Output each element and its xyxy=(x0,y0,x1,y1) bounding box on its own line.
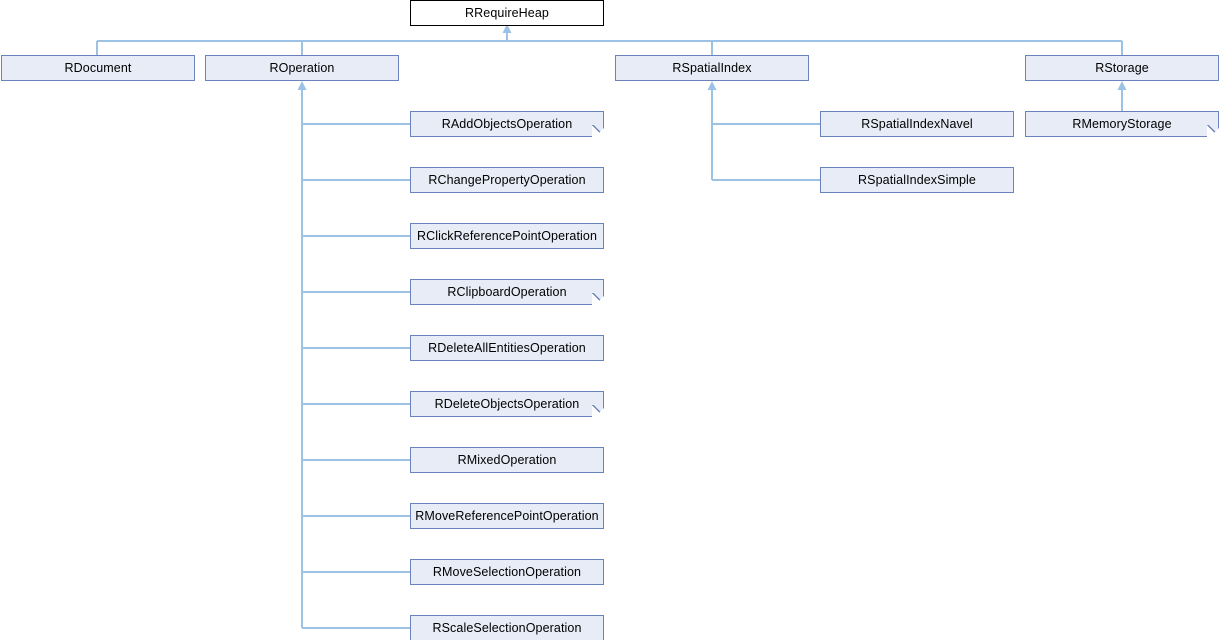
class-node-label: RMoveReferencePointOperation xyxy=(415,508,599,523)
class-node-label: RDeleteAllEntitiesOperation xyxy=(428,340,586,355)
class-node-label: RClickReferencePointOperation xyxy=(416,228,598,243)
class-node-label: RSpatialIndexSimple xyxy=(858,172,976,187)
class-node-rclipboardoperation[interactable]: RClipboardOperation xyxy=(410,279,604,305)
class-node-label: RClipboardOperation xyxy=(447,284,567,299)
arrowhead-roperation xyxy=(297,81,307,90)
edge-group-requireheap xyxy=(96,24,1123,55)
arrowhead-rspatialindex xyxy=(707,81,717,90)
class-node-label: RDeleteObjectsOperation xyxy=(434,396,580,411)
class-node-label: RRequireHeap xyxy=(465,5,549,20)
class-node-label: RStorage xyxy=(1095,60,1149,75)
class-node-rmovereferencepointoperation[interactable]: RMoveReferencePointOperation xyxy=(410,503,604,529)
class-node-label: RDocument xyxy=(64,60,132,75)
class-node-raddobjectsoperation[interactable]: RAddObjectsOperation xyxy=(410,111,604,137)
class-node-rchangepropertyoperation[interactable]: RChangePropertyOperation xyxy=(410,167,604,193)
arrowhead-rstorage xyxy=(1117,81,1127,90)
class-node-rspatialindexsimple[interactable]: RSpatialIndexSimple xyxy=(820,167,1014,193)
class-node-label: RMemoryStorage xyxy=(1072,116,1172,131)
edge-group-rspatialindex xyxy=(707,81,820,181)
class-node-label: ROperation xyxy=(269,60,335,75)
class-node-label: RMoveSelectionOperation xyxy=(432,564,582,579)
class-node-label: RAddObjectsOperation xyxy=(441,116,573,131)
class-node-label: RScaleSelectionOperation xyxy=(432,620,582,635)
class-node-rspatialindexnavel[interactable]: RSpatialIndexNavel xyxy=(820,111,1014,137)
class-node-rmixedoperation[interactable]: RMixedOperation xyxy=(410,447,604,473)
class-node-rdeleteobjectsoperation[interactable]: RDeleteObjectsOperation xyxy=(410,391,604,417)
edge-group-rstorage xyxy=(1117,81,1127,111)
class-node-rclickreferencepointoperation[interactable]: RClickReferencePointOperation xyxy=(410,223,604,249)
class-node-rspatialindex[interactable]: RSpatialIndex xyxy=(615,55,809,81)
class-node-rdocument[interactable]: RDocument xyxy=(1,55,195,81)
class-node-label: RSpatialIndex xyxy=(672,60,752,75)
class-node-label: RChangePropertyOperation xyxy=(428,172,586,187)
class-node-roperation[interactable]: ROperation xyxy=(205,55,399,81)
edge-group-roperation xyxy=(297,81,410,629)
class-node-rdeleteallentitiesoperation[interactable]: RDeleteAllEntitiesOperation xyxy=(410,335,604,361)
class-node-rrequireheap[interactable]: RRequireHeap xyxy=(410,0,604,26)
class-node-rmemorystorage[interactable]: RMemoryStorage xyxy=(1025,111,1219,137)
class-node-rscaleselectionoperation[interactable]: RScaleSelectionOperation xyxy=(410,615,604,640)
class-node-rstorage[interactable]: RStorage xyxy=(1025,55,1219,81)
class-node-label: RMixedOperation xyxy=(457,452,557,467)
class-node-rmoveselectionoperation[interactable]: RMoveSelectionOperation xyxy=(410,559,604,585)
class-node-label: RSpatialIndexNavel xyxy=(861,116,973,131)
